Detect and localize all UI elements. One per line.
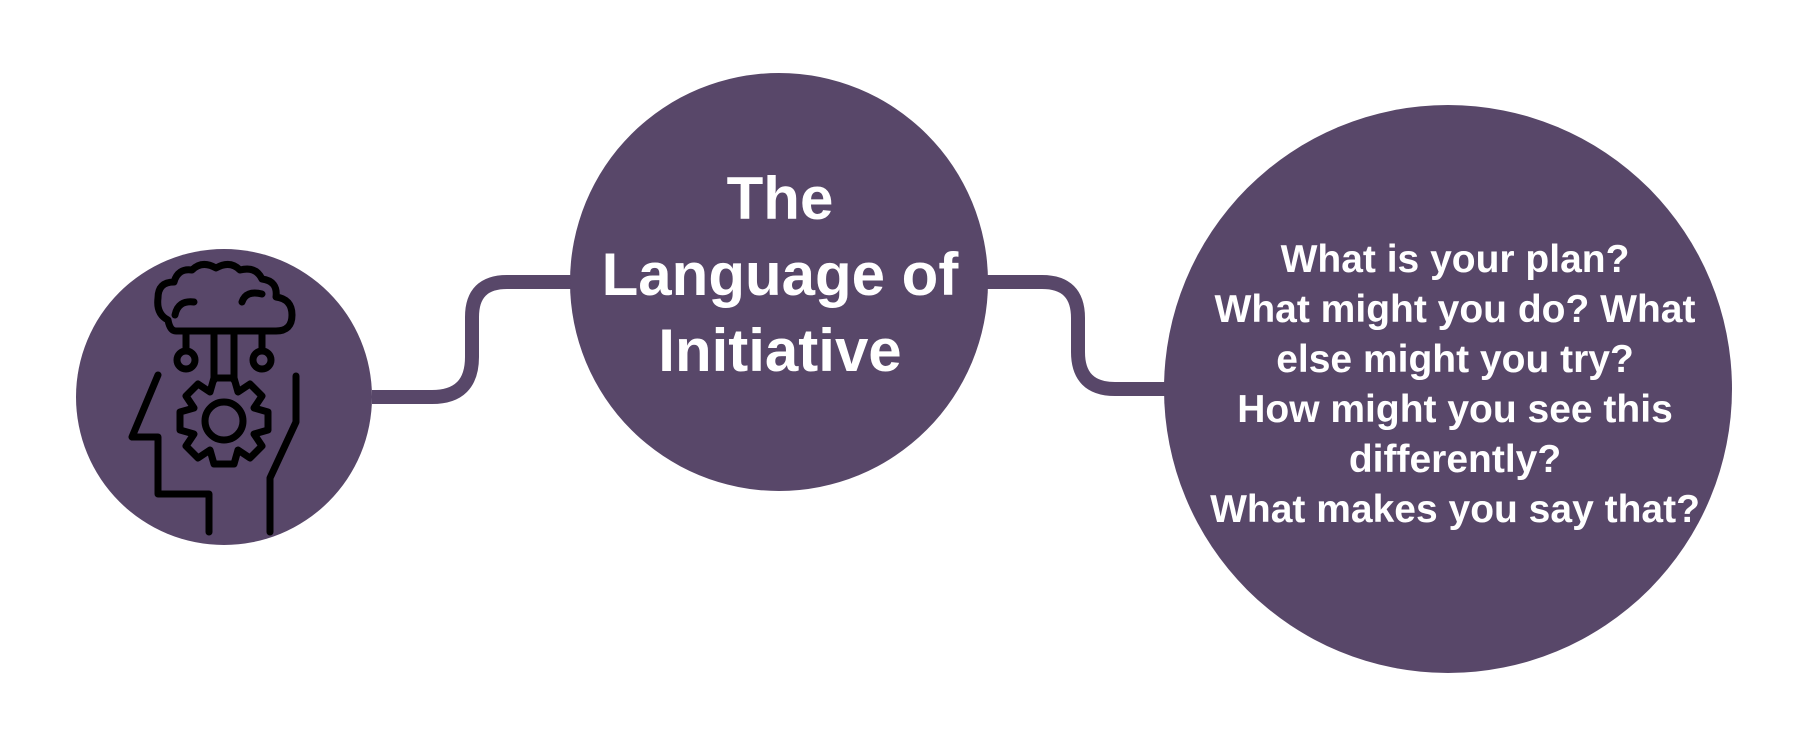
connector-title-to-questions: [986, 275, 1168, 396]
questions-node-circle: [1164, 105, 1732, 673]
title-line-1: The: [726, 165, 834, 232]
title-node-text: The Language of Initiative: [580, 160, 980, 390]
question-line-6: What makes you say that?: [1210, 488, 1700, 531]
question-line-1: What is your plan?: [1280, 238, 1630, 281]
title-line-3: Initiative: [658, 317, 902, 384]
head-brain-gear-icon: [128, 261, 300, 536]
questions-node-text: What is your plan? What might you do? Wh…: [1175, 225, 1735, 545]
title-node-circle: [570, 73, 988, 491]
question-line-5: differently?: [1348, 438, 1562, 481]
icon-node-circle: [76, 249, 372, 545]
question-line-2: What might you do? What: [1214, 288, 1696, 331]
title-line-2: Language of: [601, 241, 959, 308]
connector-icon-to-title: [372, 275, 572, 404]
question-line-3: else might you try?: [1276, 338, 1634, 381]
question-line-4: How might you see this: [1237, 388, 1673, 431]
